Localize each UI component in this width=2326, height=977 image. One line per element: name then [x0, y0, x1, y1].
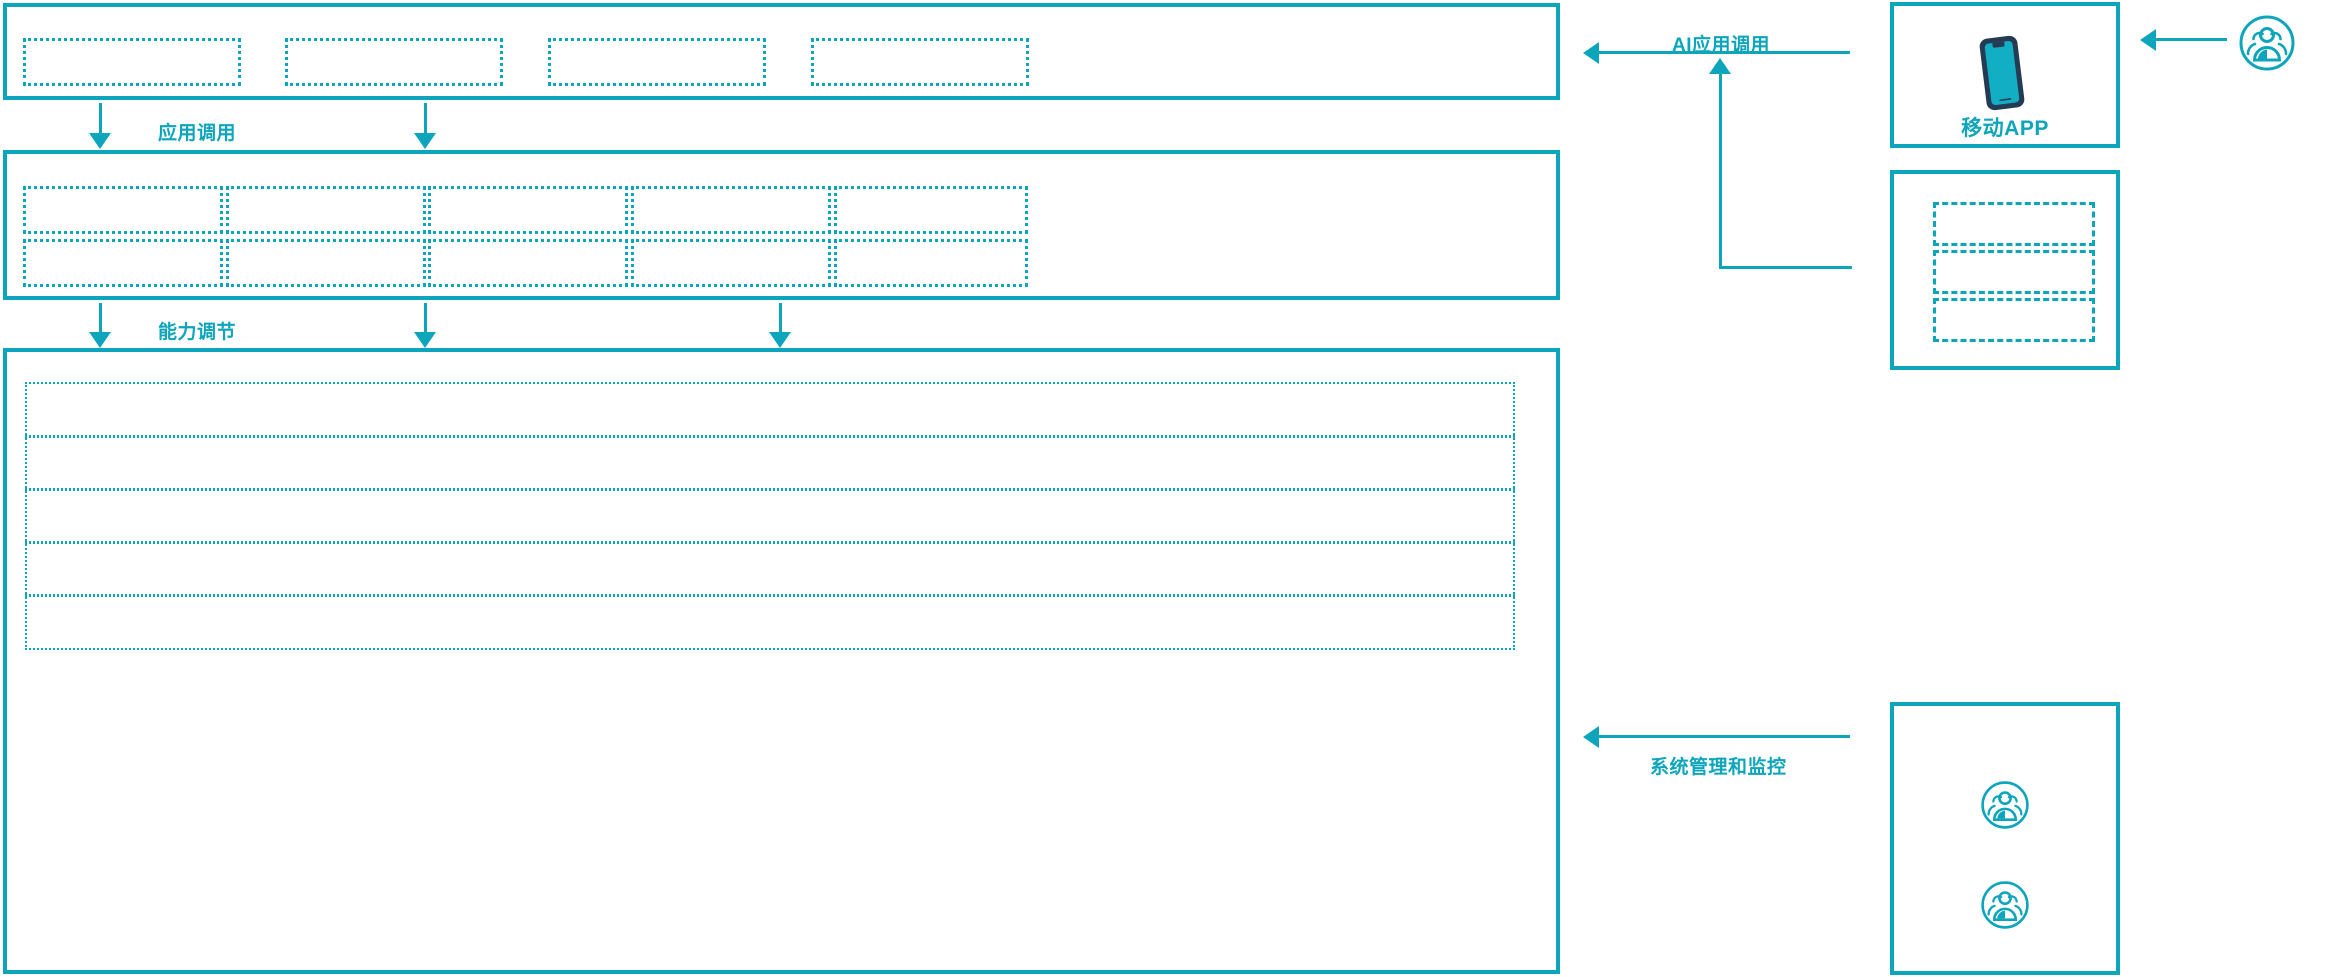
capability-arrow-2-head — [414, 332, 436, 348]
operations-user-group-icon-1 — [1980, 780, 2030, 830]
capability-arrow-1-line — [99, 303, 102, 341]
app-call-arrow-2-head — [414, 133, 436, 149]
smartphone-icon — [1966, 30, 2038, 116]
channel-slot-1[interactable] — [1933, 202, 2095, 246]
capability-slot-9[interactable] — [631, 239, 831, 287]
capability-arrow-2-line — [424, 303, 427, 341]
capability-slot-4[interactable] — [631, 186, 831, 234]
channel-slot-3[interactable] — [1933, 298, 2095, 342]
application-slot-4[interactable] — [811, 38, 1029, 86]
app-call-arrow-2-line — [424, 103, 427, 141]
ai-app-call-arrow-head — [1583, 42, 1599, 64]
infrastructure-row-3[interactable] — [25, 488, 1515, 544]
ai-app-return-arrow-line — [1719, 73, 1722, 269]
application-layer-panel — [3, 3, 1560, 100]
infrastructure-row-1[interactable] — [25, 382, 1515, 438]
capability-slot-7[interactable] — [226, 239, 426, 287]
capability-adjust-label: 能力调节 — [158, 322, 237, 343]
application-slot-2[interactable] — [285, 38, 503, 86]
capability-slot-3[interactable] — [428, 186, 628, 234]
operations-card[interactable] — [1890, 702, 2120, 975]
ai-app-call-label: AI应用调用 — [1672, 35, 1771, 56]
capability-slot-5[interactable] — [834, 186, 1028, 234]
channel-slot-2[interactable] — [1933, 250, 2095, 294]
app-call-arrow-1-line — [99, 103, 102, 141]
user-to-mobile-arrow-shaft — [2155, 38, 2227, 41]
user-to-mobile-arrow-head — [2140, 29, 2156, 51]
app-call-arrow-1-head — [89, 133, 111, 149]
capability-arrow-3-head — [769, 332, 791, 348]
infrastructure-row-2[interactable] — [25, 435, 1515, 491]
system-mgmt-label: 系统管理和监控 — [1650, 757, 1787, 778]
infrastructure-row-5[interactable] — [25, 594, 1515, 650]
infrastructure-row-4[interactable] — [25, 541, 1515, 597]
mobile-app-caption: 移动APP — [1961, 117, 2049, 140]
capability-slot-1[interactable] — [23, 186, 223, 234]
capability-layer-panel — [3, 150, 1560, 300]
capability-arrow-1-head — [89, 332, 111, 348]
ai-app-return-arrow-base — [1719, 266, 1852, 269]
capability-arrow-3-line — [779, 303, 782, 341]
system-mgmt-arrow-head — [1583, 726, 1599, 748]
application-slot-1[interactable] — [23, 38, 241, 86]
ai-app-return-arrow-head — [1709, 58, 1731, 74]
capability-slot-10[interactable] — [834, 239, 1028, 287]
app-call-label: 应用调用 — [158, 123, 237, 144]
system-mgmt-arrow-line — [1598, 735, 1850, 738]
operations-user-group-icon-2 — [1980, 880, 2030, 930]
capability-slot-8[interactable] — [428, 239, 628, 287]
ai-app-call-arrow-line — [1598, 51, 1850, 54]
application-slot-3[interactable] — [548, 38, 766, 86]
infrastructure-layer-panel — [3, 348, 1560, 974]
capability-slot-6[interactable] — [23, 239, 223, 287]
capability-slot-2[interactable] — [226, 186, 426, 234]
external-user-icon — [2238, 14, 2296, 72]
